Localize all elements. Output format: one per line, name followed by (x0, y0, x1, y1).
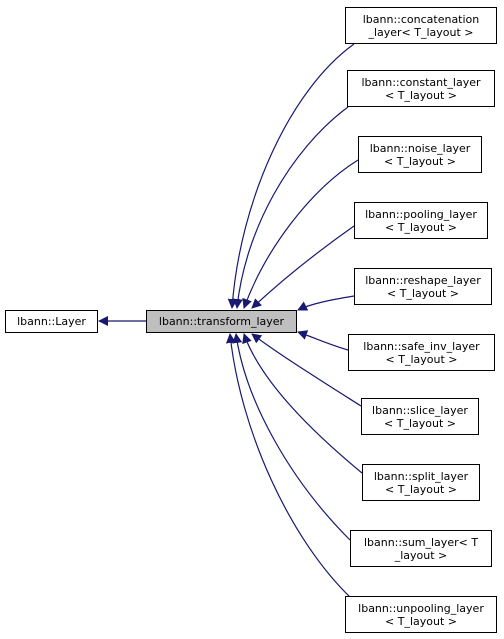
node-slice-layer[interactable]: lbann::slice_layer < T_layout > (361, 398, 479, 435)
node-safe-inv-layer[interactable]: lbann::safe_inv_layer < T_layout > (348, 334, 495, 371)
node-label-line-2: < T_layout > (385, 88, 457, 102)
node-label-line-2: < T_layout > (385, 352, 458, 366)
node-label-line-2: < T_layout > (385, 220, 457, 234)
node-unpooling-layer[interactable]: lbann::unpooling_layer < T_layout > (345, 596, 497, 633)
edge-derived-3-to-transform (251, 225, 355, 309)
node-sum-layer[interactable]: lbann::sum_layer< T _layout > (350, 530, 492, 567)
node-label-line-2: _layer< T_layout > (368, 25, 474, 39)
node-label-line-1: lbann::split_layer (373, 469, 469, 483)
node-transform-layer[interactable]: lbann::transform_layer (146, 310, 297, 333)
edge-derived-4-to-transform (297, 295, 355, 311)
node-label-line-1: lbann::sum_layer< T (363, 535, 479, 549)
node-label: lbann::Layer (17, 315, 86, 328)
edge-derived-2-to-transform (242, 159, 359, 309)
node-concatenation-layer[interactable]: lbann::concatenation _layer< T_layout > (345, 7, 497, 44)
edge-derived-8-to-transform (232, 333, 351, 541)
node-label-line-1: lbann::safe_inv_layer (363, 339, 480, 353)
node-label-line-1: lbann::slice_layer (372, 403, 468, 417)
edge-derived-0-to-transform (227, 43, 355, 309)
edge-derived-7-to-transform (242, 333, 363, 474)
node-label-line-2: < T_layout > (384, 416, 456, 430)
node-split-layer[interactable]: lbann::split_layer < T_layout > (362, 464, 480, 501)
node-lbann-layer[interactable]: lbann::Layer (5, 310, 98, 333)
node-label-line-1: lbann::concatenation (362, 12, 480, 26)
edge-derived-9-to-transform (225, 333, 353, 600)
node-label-line-2: < T_layout > (385, 614, 457, 628)
node-label-line-1: lbann::reshape_layer (365, 273, 481, 287)
node-constant-layer[interactable]: lbann::constant_layer < T_layout > (347, 70, 495, 107)
node-label-line-2: < T_layout > (387, 286, 459, 300)
node-label-line-1: lbann::noise_layer (369, 141, 471, 155)
node-label-line-1: lbann::constant_layer (361, 75, 481, 89)
node-label-line-2: _layout > (394, 548, 448, 562)
edge-derived-6-to-transform (251, 333, 362, 407)
edge-derived-1-to-transform (232, 106, 349, 309)
node-label-line-2: < T_layout > (384, 154, 456, 168)
edge-derived-5-to-transform (297, 330, 349, 351)
node-noise-layer[interactable]: lbann::noise_layer < T_layout > (358, 136, 482, 173)
node-label-line-1: lbann::pooling_layer (365, 207, 477, 221)
node-pooling-layer[interactable]: lbann::pooling_layer < T_layout > (354, 202, 488, 239)
node-reshape-layer[interactable]: lbann::reshape_layer < T_layout > (354, 268, 492, 305)
node-label: lbann::transform_layer (158, 315, 285, 328)
node-label-line-1: lbann::unpooling_layer (358, 601, 484, 615)
node-label-line-2: < T_layout > (385, 482, 457, 496)
